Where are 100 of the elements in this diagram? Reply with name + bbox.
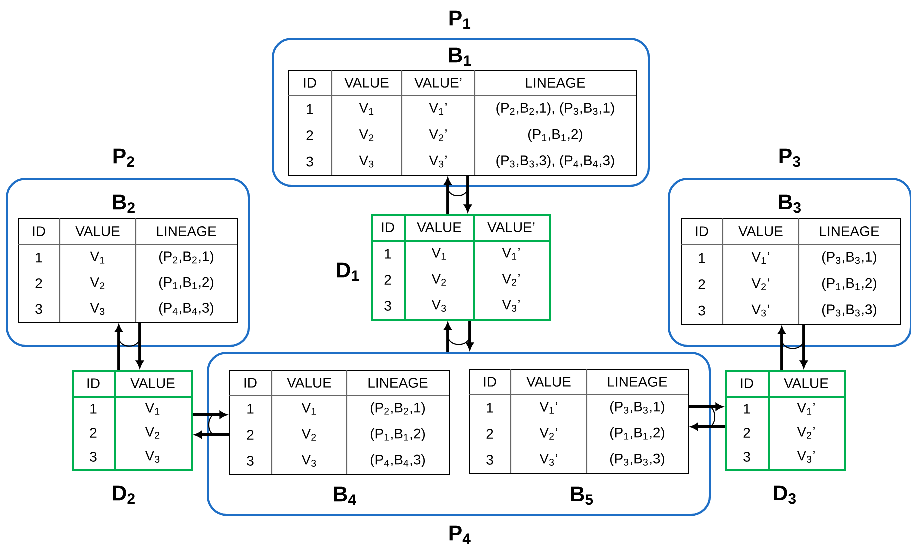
table-cell: V$_{3}$ (90, 303, 105, 316)
table-cell: V$_{1}$ (432, 248, 446, 260)
table-cell: 3 (698, 306, 706, 316)
arrow (778, 327, 786, 370)
table-title: B$_{5}$ (571, 486, 594, 506)
table-cell: V$_{1}$ (145, 403, 160, 415)
loop-arc (208, 414, 216, 436)
table-cell: V$_{2}$’ (502, 274, 520, 286)
loop-arc (708, 406, 716, 428)
arrow (136, 323, 144, 368)
table-title: D$_{1}$ (337, 262, 360, 282)
table-cell: V$_{3}$’ (429, 156, 447, 168)
table-cell: V$_{2}$’ (540, 428, 558, 440)
table-cell: V$_{3}$ (432, 300, 446, 312)
header-cell: VALUE (344, 78, 389, 88)
table-cell: 1 (248, 404, 254, 414)
table-cell: 3 (744, 452, 750, 462)
table-title: B$_{2}$ (113, 194, 135, 214)
table-cell: 3 (90, 452, 97, 462)
arrow (466, 321, 474, 350)
header-cell: VALUE (417, 222, 462, 232)
table-cell: (P$_{2}$,B$_{2}$,1), (P$_{3}$,B$_{3}$,1) (496, 102, 614, 116)
table-cell: 2 (384, 275, 392, 285)
table-cell: 1 (699, 253, 706, 263)
table-cell: V$_{2}$ (432, 274, 446, 286)
table-cell: 3 (247, 456, 254, 466)
table-title: B$_{4}$ (334, 486, 356, 506)
table-cell: (P$_{3}$,B$_{3}$,1) (822, 252, 877, 265)
table-title: B$_{3}$ (779, 194, 801, 214)
table-cell: 2 (306, 130, 314, 140)
table-cell: 3 (486, 455, 494, 465)
table-cell: 1 (744, 404, 750, 414)
table-cell: V$_{1}$ (359, 103, 374, 116)
header-cell: ID (304, 78, 316, 88)
table-cell: V$_{1}$’ (429, 103, 447, 116)
header-cell: VALUE (130, 378, 175, 388)
header-cell: LINEAGE (608, 377, 668, 387)
arrow (800, 325, 808, 368)
table-cell: (P$_{1}$,B$_{1}$,2) (610, 427, 665, 441)
table-title: D$_{2}$ (113, 486, 135, 504)
table-cell: V$_{1}$’ (752, 252, 770, 264)
table-cell: 3 (384, 301, 392, 311)
table-cell: V$_{1}$’ (540, 402, 558, 414)
table-cell: V$_{2}$’ (429, 130, 447, 142)
table-cell: V$_{3}$ (359, 156, 374, 168)
group-title: P$_{1}$ (450, 10, 471, 30)
header-cell: ID (382, 222, 394, 232)
header-cell: LINEAGE (368, 378, 428, 388)
table-cell: 1 (36, 253, 42, 263)
group-title: P$_{2}$ (114, 148, 134, 168)
header-cell: VALUE’ (414, 78, 462, 88)
table-cell: 2 (744, 428, 750, 438)
header-cell: ID (244, 378, 257, 388)
table-cell: 2 (486, 429, 494, 439)
table-cell: V$_{2}$ (90, 278, 105, 290)
table-cell: V$_{2}$’ (797, 427, 815, 439)
arrow (193, 411, 227, 419)
table-cell: (P$_{3}$,B$_{3}$,3) (822, 304, 877, 318)
table-cell: V$_{3}$’ (752, 304, 770, 317)
header-cell: ID (33, 226, 46, 236)
header-cell: VALUE (784, 378, 828, 388)
header-cell: ID (88, 378, 100, 388)
arrow (464, 176, 472, 212)
header-cell: VALUE (738, 226, 783, 236)
header-cell: VALUE (526, 377, 571, 387)
header-cell: VALUE (287, 378, 332, 388)
table-cell: 2 (247, 430, 254, 440)
table-title: B$_{1}$ (449, 48, 472, 66)
table-cell: 2 (698, 280, 706, 290)
table-cell: (P$_{2}$,B$_{2}$,1) (159, 251, 214, 264)
header-cell: VALUE (76, 226, 120, 236)
table-cell: (P$_{4}$,B$_{4}$,3) (370, 454, 426, 468)
table-cell: (P$_{1}$,B$_{1}$,2) (528, 128, 583, 142)
header-cell: LINEAGE (820, 226, 880, 236)
table-cell: (P$_{3}$,B$_{3}$,1) (610, 401, 665, 415)
table-cell: V$_{2}$ (302, 429, 316, 441)
table-cell: 1 (487, 403, 494, 413)
table-cell: (P$_{4}$,B$_{4}$,3) (159, 302, 214, 316)
arrow (115, 325, 123, 370)
table-cell: (P$_{3}$,B$_{3}$,3), (P$_{4}$,B$_{4}$,3) (496, 155, 614, 168)
table-cell: V$_{1}$ (90, 252, 105, 264)
table-cell: (P$_{1}$,B$_{1}$,2) (159, 276, 214, 290)
table-cell: (P$_{1}$,B$_{1}$,2) (822, 278, 877, 292)
arrow (691, 423, 725, 431)
table-cell: 1 (307, 104, 314, 114)
table-cell: V$_{3}$ (302, 455, 316, 467)
group-title: P$_{4}$ (450, 526, 471, 544)
arrow (689, 403, 723, 411)
table-cell: V$_{3}$’ (502, 300, 520, 312)
group-title: P$_{3}$ (780, 148, 800, 168)
arrow (444, 178, 452, 214)
table-cell: V$_{2}$ (145, 427, 160, 439)
arrow (444, 323, 452, 352)
table-cell: 2 (36, 278, 42, 288)
arrow (195, 431, 229, 439)
header-cell: ID (741, 378, 754, 388)
table-cell: 3 (306, 156, 314, 167)
table-cell: V$_{1}$ (302, 403, 316, 415)
table-cell: V$_{3}$ (145, 451, 160, 463)
table-cell: V$_{3}$’ (797, 451, 815, 463)
